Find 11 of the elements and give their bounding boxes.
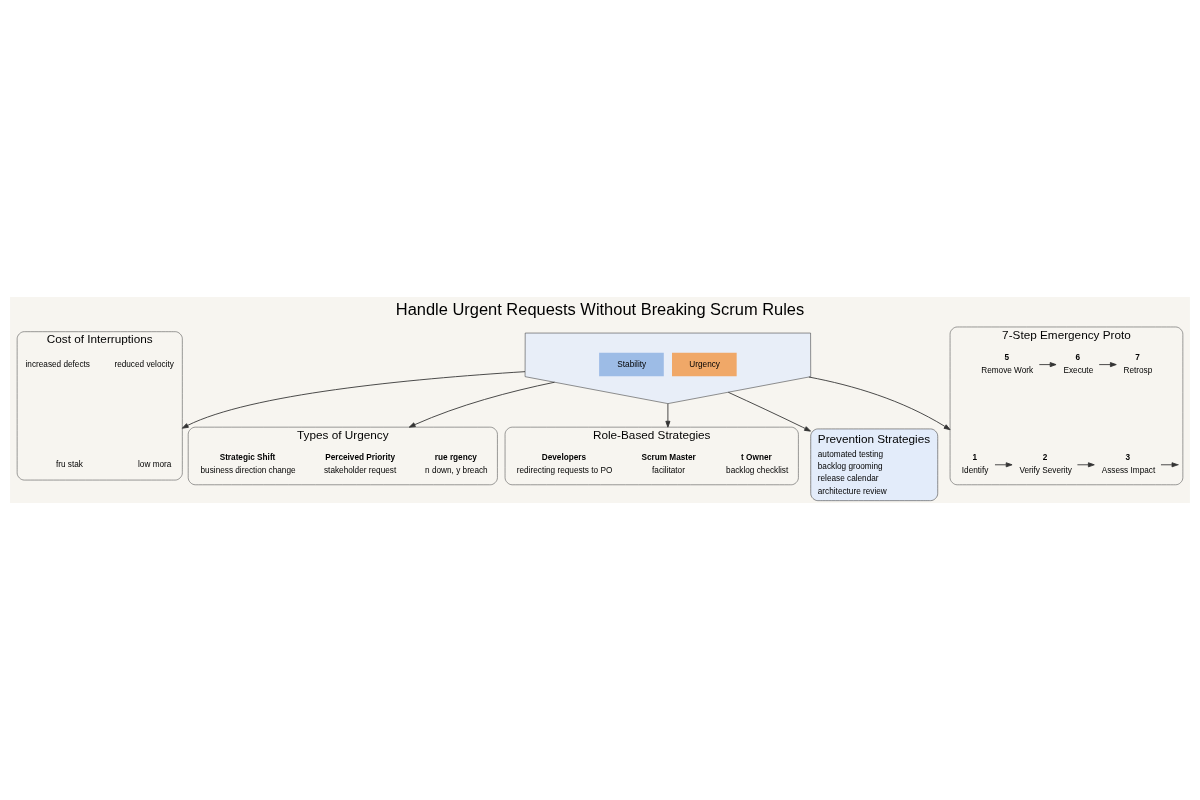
diagram-title: Handle Urgent Requests Without Breaking Scrum Rules	[395, 299, 805, 318]
arrow	[994, 462, 1013, 468]
arrow	[1076, 462, 1095, 468]
arrow	[408, 381, 555, 428]
arrow	[1098, 362, 1117, 368]
arrow	[1038, 362, 1057, 368]
arrow	[727, 391, 811, 432]
arrow	[1160, 462, 1179, 468]
arrow	[808, 376, 951, 431]
arrow	[665, 403, 671, 428]
arrow	[181, 371, 526, 429]
